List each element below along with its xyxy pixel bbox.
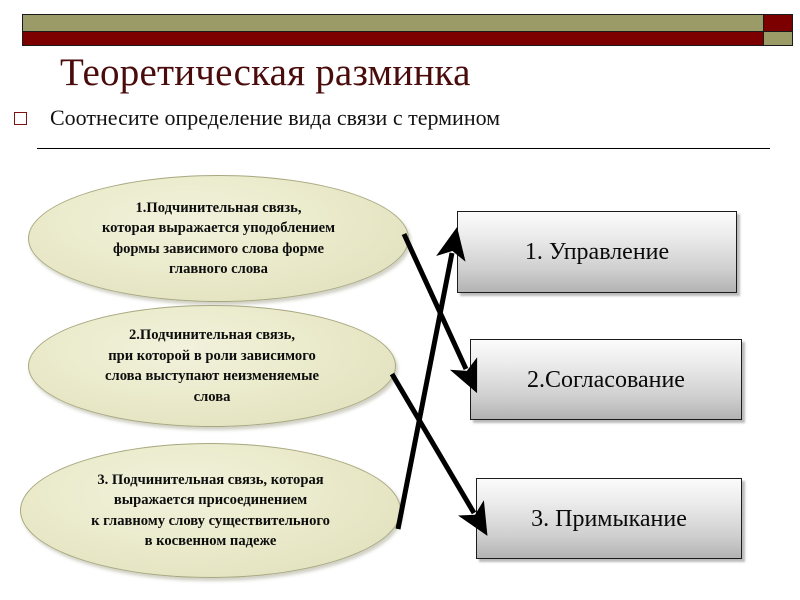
- definition-ellipse-3[interactable]: 3. Подчинительная связь, которая выражае…: [20, 443, 401, 578]
- header-divider-line: [37, 148, 770, 149]
- term-box-upravlenie[interactable]: 1. Управление: [457, 211, 737, 293]
- term-box-2-label: 2.Согласование: [527, 366, 685, 393]
- header-band-olive-right: [763, 31, 793, 46]
- header-band-maroon-right: [763, 14, 793, 32]
- term-box-1-label: 1. Управление: [524, 239, 670, 265]
- definition-ellipse-1[interactable]: 1.Подчинительная связь, которая выражает…: [28, 175, 409, 302]
- definition-ellipse-3-text: 3. Подчинительная связь, которая выражае…: [91, 471, 330, 550]
- header-band-maroon-left: [22, 31, 764, 46]
- connector-arrow-3: [395, 226, 466, 530]
- definition-ellipse-2-text: 2.Подчинительная связь, при которой в ро…: [105, 327, 319, 405]
- term-box-soglasovanie[interactable]: 2.Согласование: [470, 339, 742, 420]
- header-band-olive-left: [22, 14, 764, 32]
- definition-ellipse-1-text: 1.Подчинительная связь, которая выражает…: [101, 199, 336, 278]
- definition-ellipse-2[interactable]: 2.Подчинительная связь, при которой в ро…: [28, 305, 396, 427]
- term-box-3-label: 3. Примыкание: [531, 505, 687, 532]
- square-outline-bullet-icon: [14, 112, 27, 125]
- connector-arrow-2: [389, 372, 488, 536]
- subtitle-row: Соотнесите определение вида связи с терм…: [14, 104, 784, 131]
- subtitle-text: Соотнесите определение вида связи с терм…: [50, 105, 501, 130]
- term-box-primykanie[interactable]: 3. Примыкание: [476, 478, 742, 559]
- page-title: Теоретическая разминка: [60, 51, 471, 94]
